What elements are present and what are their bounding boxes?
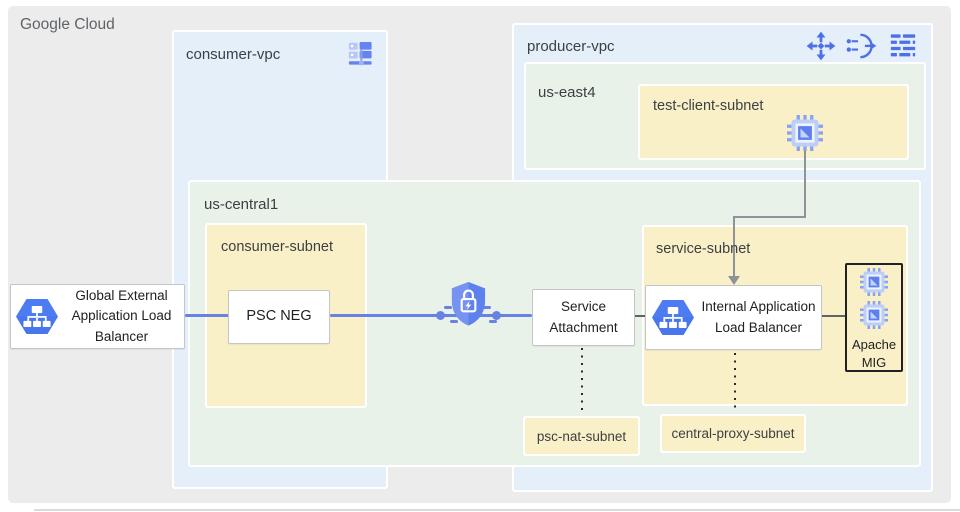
consumer-vpc-label: consumer-vpc bbox=[186, 46, 281, 63]
test-client-subnet-zone bbox=[638, 84, 909, 160]
psc-endpoint-dot bbox=[436, 311, 445, 320]
central-proxy-subnet-label: central-proxy-subnet bbox=[671, 426, 795, 441]
vm-instance-icon bbox=[860, 301, 888, 329]
service-attachment-node: Service Attachment bbox=[532, 289, 635, 346]
psc-motion-dash bbox=[450, 320, 458, 323]
service-attachment-label: Service Attachment bbox=[549, 299, 618, 335]
request-path-horizontal bbox=[733, 216, 806, 218]
psc-nat-subnet-label: psc-nat-subnet bbox=[536, 428, 627, 444]
apache-mig-label: Apache MIG bbox=[851, 337, 897, 370]
page-bottom-divider bbox=[34, 509, 960, 511]
connector-gxalb-pscneg bbox=[185, 314, 229, 317]
private-service-connect-icon bbox=[449, 280, 488, 327]
vm-instance-icon bbox=[787, 115, 823, 151]
request-path-vertical-1 bbox=[804, 151, 806, 218]
internal-alb-label: Internal Application Load Balancer bbox=[701, 299, 816, 335]
psc-endpoint-dot bbox=[492, 311, 501, 320]
dotted-line-serviceattachment-pscnat bbox=[581, 348, 583, 414]
routes-icon bbox=[806, 31, 836, 61]
request-path-arrowhead bbox=[728, 276, 740, 285]
producer-vpc-label: producer-vpc bbox=[527, 38, 615, 55]
test-client-subnet-label: test-client-subnet bbox=[653, 98, 764, 114]
global-external-alb-label: Global External Application Load Balance… bbox=[71, 288, 172, 344]
connector-ilb-mig bbox=[822, 315, 845, 317]
central-proxy-subnet-zone: central-proxy-subnet bbox=[660, 414, 806, 453]
consumer-subnet-label: consumer-subnet bbox=[221, 239, 334, 255]
psc-motion-dash bbox=[483, 306, 491, 309]
global-external-alb-node: Global External Application Load Balance… bbox=[10, 284, 185, 349]
google-cloud-label: Google Cloud bbox=[20, 16, 115, 33]
us-central1-label: us-central1 bbox=[204, 196, 279, 213]
psc-nat-subnet-zone: psc-nat-subnet bbox=[523, 416, 640, 456]
connector-pscneg-serviceattachment bbox=[330, 314, 532, 317]
load-balancer-icon bbox=[652, 299, 694, 336]
dotted-line-ilb-centralproxy bbox=[734, 353, 736, 412]
psc-motion-dash bbox=[489, 320, 497, 323]
firewall-icon bbox=[888, 32, 918, 60]
psc-motion-dash bbox=[444, 306, 452, 309]
psc-neg-label: PSC NEG bbox=[246, 308, 312, 325]
psc-neg-node: PSC NEG bbox=[228, 290, 330, 344]
apache-mig-group bbox=[845, 263, 903, 372]
connector-serviceattachment-ilb bbox=[635, 315, 646, 317]
vpc-network-icon bbox=[346, 39, 377, 68]
us-east4-label: us-east4 bbox=[538, 84, 596, 101]
cloud-nat-icon bbox=[845, 31, 877, 61]
service-subnet-label: service-subnet bbox=[656, 241, 751, 257]
vm-instance-icon bbox=[860, 268, 888, 296]
load-balancer-icon bbox=[16, 298, 58, 335]
request-path-vertical-2 bbox=[733, 216, 735, 277]
